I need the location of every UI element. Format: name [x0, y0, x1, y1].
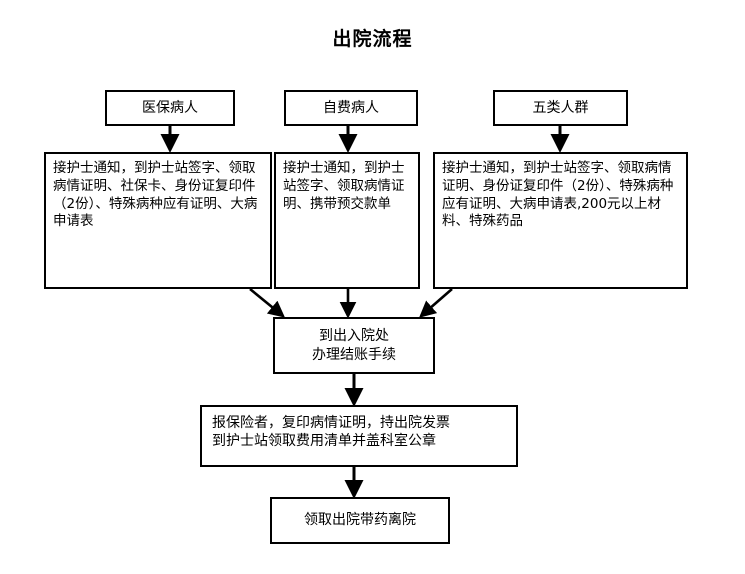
- node-insurance-claim-line1: 报保险者，复印病情证明，持出院发票: [212, 415, 450, 431]
- node-final-label: 领取出院带药离院: [304, 512, 416, 529]
- node-top-five-categories[interactable]: 五类人群: [493, 90, 628, 126]
- node-top-insured[interactable]: 医保病人: [105, 90, 235, 126]
- node-top-five-categories-label: 五类人群: [532, 99, 589, 116]
- node-final[interactable]: 领取出院带药离院: [270, 497, 450, 544]
- arrow-detail-insured-to-settlement: [249, 287, 286, 318]
- node-detail-five-categories[interactable]: 接护士通知，到护士站签字、领取病情证明、身份证复印件（2份）、特殊病种应有证明、…: [433, 152, 688, 289]
- node-top-insured-label: 医保病人: [142, 99, 198, 116]
- node-insurance-claim[interactable]: 报保险者，复印病情证明，持出院发票 到护士站领取费用清单并盖科室公章: [200, 405, 518, 467]
- node-detail-five-categories-label: 接护士通知，到护士站签字、领取病情证明、身份证复印件（2份）、特殊病种应有证明、…: [442, 160, 674, 230]
- node-settlement-line1: 到出入院处: [319, 328, 389, 345]
- node-settlement-line2: 办理结账手续: [312, 346, 396, 363]
- node-detail-selfpay[interactable]: 接护士通知，到护士站签字、领取病情证明、携带预交款单: [274, 152, 420, 289]
- node-top-selfpay[interactable]: 自费病人: [284, 90, 418, 126]
- node-detail-selfpay-label: 接护士通知，到护士站签字、领取病情证明、携带预交款单: [283, 160, 405, 212]
- node-detail-insured[interactable]: 接护士通知，到护士站签字、领取病情证明、社保卡、身份证复印件（2份）、特殊病种应…: [44, 152, 272, 289]
- node-top-selfpay-label: 自费病人: [323, 99, 379, 116]
- page-title: 出院流程: [332, 28, 413, 50]
- node-settlement[interactable]: 到出入院处 办理结账手续: [273, 317, 435, 374]
- arrow-detail-five-to-settlement: [419, 288, 453, 318]
- node-insurance-claim-line2: 到护士站领取费用清单并盖科室公章: [212, 433, 436, 450]
- node-detail-insured-label: 接护士通知，到护士站签字、领取病情证明、社保卡、身份证复印件（2份）、特殊病种应…: [53, 160, 258, 230]
